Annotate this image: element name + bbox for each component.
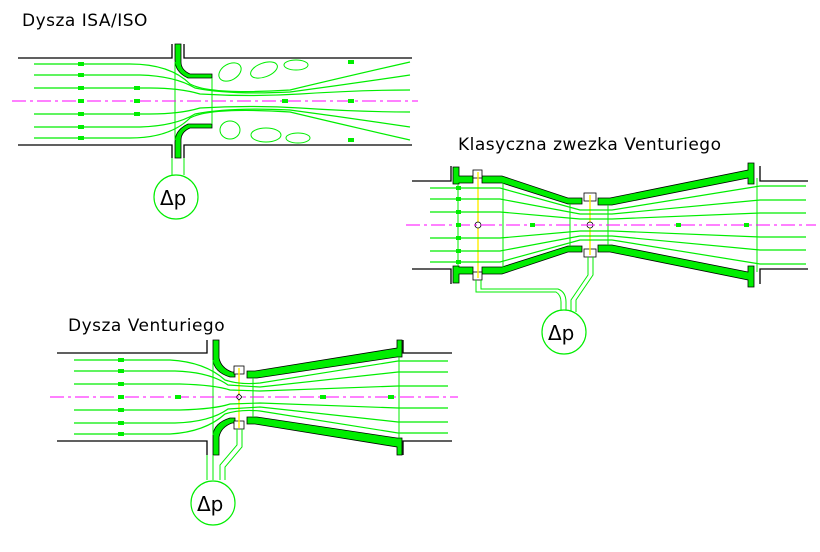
venturi-flow-arrows xyxy=(118,358,394,436)
isa-dp-gauge: Δp xyxy=(153,174,199,220)
classic-venturi-panel: Klasyczna zwezka Venturiego xyxy=(406,135,816,355)
classic-venturi-title: Klasyczna zwezka Venturiego xyxy=(458,135,722,155)
classic-dp-gauge: Δp xyxy=(541,309,587,355)
isa-streamlines xyxy=(34,61,411,141)
venturi-pipe-walls xyxy=(57,340,452,455)
isa-pipe-walls xyxy=(18,44,412,158)
classic-impulse-lines xyxy=(475,257,594,312)
isa-eddies xyxy=(218,59,311,144)
classic-venturi-body xyxy=(452,162,758,288)
classic-streamlines xyxy=(430,185,806,265)
venturi-impulse-lines xyxy=(206,429,243,480)
venturi-nozzle-body xyxy=(212,339,403,456)
isa-dp-label: Δp xyxy=(160,186,186,210)
venturi-dp-label: Δp xyxy=(197,492,223,516)
venturi-streamlines xyxy=(74,359,448,435)
isa-flow-arrows xyxy=(78,60,354,142)
classic-pipe-walls xyxy=(412,166,808,284)
venturi-pressure-tap xyxy=(235,368,243,428)
classic-flow-arrows xyxy=(456,186,749,264)
venturi-nozzle-title: Dysza Venturiego xyxy=(68,316,225,336)
isa-nozzle-panel: Dysza ISA/ISO xyxy=(12,11,418,220)
classic-dp-label: Δp xyxy=(548,321,574,345)
venturi-nozzle-panel: Dysza Venturiego xyxy=(50,316,458,526)
isa-nozzle-title: Dysza ISA/ISO xyxy=(22,11,148,31)
venturi-dp-gauge: Δp xyxy=(190,480,236,526)
isa-impulse-lines xyxy=(171,158,185,175)
